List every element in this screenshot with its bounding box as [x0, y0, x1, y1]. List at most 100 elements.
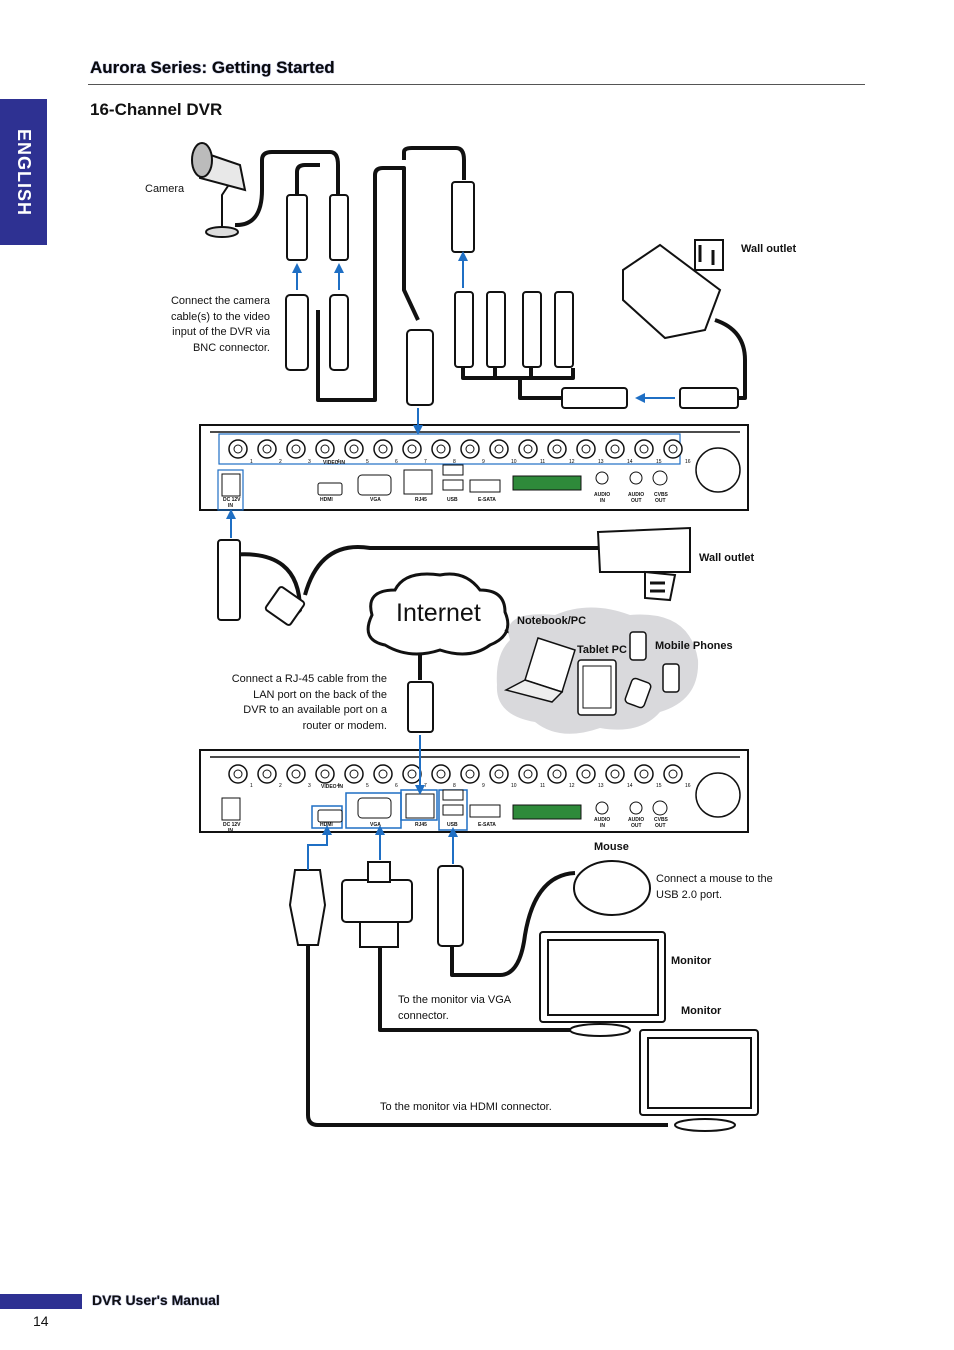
- cvbs-out-label: CVBS: [654, 492, 668, 498]
- bnc-port: [605, 764, 625, 784]
- bnc-port: [547, 439, 567, 459]
- bnc-port-core: [465, 444, 475, 454]
- channel-number: 12: [569, 459, 575, 465]
- bnc-port-core: [378, 444, 388, 454]
- bnc-port: [518, 764, 538, 784]
- power-label-in: IN: [228, 503, 233, 509]
- port-label-usb: USB: [447, 822, 458, 828]
- bnc-port: [576, 764, 596, 784]
- bnc-port: [663, 439, 683, 459]
- channel-number: 6: [395, 459, 398, 465]
- connect-mouse-line: Connect a mouse to the: [656, 873, 773, 885]
- cvbs-out-label: CVBS: [654, 817, 668, 823]
- bnc-port-core: [262, 444, 272, 454]
- channel-number: 7: [424, 783, 427, 789]
- bnc-port: [373, 439, 393, 459]
- connect-rj45-line: Connect a RJ-45 cable from the: [231, 673, 387, 685]
- channel-number: 13: [598, 459, 604, 465]
- port-label-vga: VGA: [370, 497, 381, 503]
- bnc-port-core: [407, 769, 417, 779]
- bnc-port-core: [639, 444, 649, 454]
- bnc-port: [634, 764, 654, 784]
- bnc-port-core: [610, 769, 620, 779]
- mobile-label: Mobile Phones: [655, 640, 733, 652]
- connect-mouse-line: USB 2.0 port.: [656, 888, 723, 901]
- channel-number: 16: [685, 783, 691, 789]
- bnc-port-core: [552, 769, 562, 779]
- channel-number: 6: [395, 783, 398, 789]
- audio-out-label: AUDIO: [628, 817, 645, 823]
- connect-camera-line: cable(s) to the video: [170, 310, 270, 323]
- port-label-rj45: RJ45: [415, 822, 427, 828]
- bnc-port: [257, 439, 277, 459]
- channel-number: 15: [656, 459, 662, 465]
- section-title: 16-Channel DVR: [90, 100, 223, 119]
- bnc-port: [460, 439, 480, 459]
- channel-number: 11: [540, 459, 545, 465]
- bnc-port-core: [233, 769, 243, 779]
- audio-in-label-2: IN: [600, 823, 605, 829]
- cvbs-out-label-2: OUT: [655, 498, 666, 504]
- bnc-port-core: [581, 444, 591, 454]
- bnc-port: [344, 439, 364, 459]
- bnc-port: [286, 439, 306, 459]
- port-label-usb: USB: [447, 497, 458, 503]
- camera-label: Camera: [145, 183, 185, 195]
- bnc-port: [460, 764, 480, 784]
- header-rule: [88, 84, 865, 85]
- bnc-port: [257, 764, 277, 784]
- channel-number: 3: [308, 783, 311, 789]
- channel-number: 1: [250, 459, 253, 465]
- bnc-port-core: [523, 769, 533, 779]
- wall-outlet-mid-label: Wall outlet: [699, 552, 755, 564]
- channel-number: 1: [250, 783, 253, 789]
- bnc-port: [228, 439, 248, 459]
- bnc-port-core: [436, 444, 446, 454]
- audio-in-label: AUDIO: [594, 492, 611, 498]
- channel-number: 11: [540, 783, 545, 789]
- bnc-port: [431, 439, 451, 459]
- bnc-port-core: [291, 769, 301, 779]
- port-label-e-sata: E-SATA: [478, 497, 496, 503]
- channel-number: 8: [453, 783, 456, 789]
- video-in-label-top: VIDEO IN: [323, 460, 345, 466]
- bnc-port-core: [320, 769, 330, 779]
- power-label: DC 12V: [223, 497, 241, 503]
- bnc-port-core: [523, 444, 533, 454]
- bnc-port-core: [436, 769, 446, 779]
- bnc-port-core: [262, 769, 272, 779]
- channel-number: 8: [453, 459, 456, 465]
- bnc-port: [576, 439, 596, 459]
- bnc-port-core: [610, 444, 620, 454]
- channel-number: 7: [424, 459, 427, 465]
- bnc-port: [402, 764, 422, 784]
- channel-number: 16: [685, 459, 691, 465]
- bnc-port-core: [349, 444, 359, 454]
- bnc-port-core: [233, 444, 243, 454]
- footer-bar: [0, 1294, 82, 1309]
- channel-number: 10: [511, 459, 517, 465]
- power-label-in: IN: [228, 828, 233, 834]
- channel-number: 4: [337, 783, 340, 789]
- language-tab: ENGLISH: [0, 99, 47, 245]
- bnc-port-core: [494, 444, 504, 454]
- channel-number: 2: [279, 459, 282, 465]
- bnc-port: [315, 439, 335, 459]
- channel-number: 13: [598, 783, 604, 789]
- notebook-label: Notebook/PC: [517, 615, 587, 627]
- connect-camera-line: Connect the camera: [170, 295, 270, 307]
- bnc-port: [344, 764, 364, 784]
- port-label-hdmi: HDMI: [320, 822, 333, 828]
- vga-note-line: connector.: [398, 1009, 449, 1022]
- channel-number: 12: [569, 783, 575, 789]
- bnc-port: [489, 439, 509, 459]
- bnc-port: [315, 764, 335, 784]
- channel-number: 2: [279, 783, 282, 789]
- monitor-1-label: Monitor: [671, 955, 712, 967]
- channel-number: 4: [337, 459, 340, 465]
- channel-number: 14: [627, 459, 633, 465]
- audio-out-label: AUDIO: [628, 492, 645, 498]
